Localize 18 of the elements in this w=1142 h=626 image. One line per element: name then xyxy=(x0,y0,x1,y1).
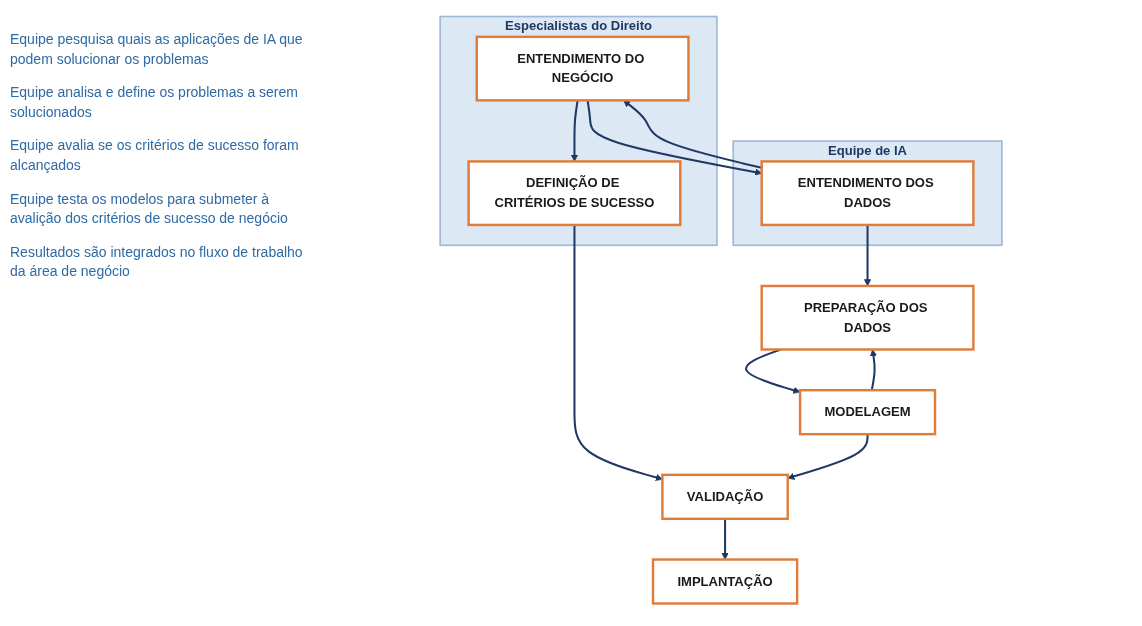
arrow xyxy=(573,224,663,481)
node-box: ENTENDIMENTO DOS DADOS xyxy=(760,160,975,227)
node-box: IMPLANTAÇÃO xyxy=(651,558,799,605)
note-text: Equipe testa os modelos para submeter à avalição dos critérios de sucesso de negócio xyxy=(10,189,289,229)
note-text: Resultados são integrados no fluxo de trabalho da área de negócio xyxy=(10,242,304,282)
note-text: Equipe pesquisa quais as aplicações de IA que podem solucionar os problemas xyxy=(10,30,304,69)
node-box: DEFINIÇÃO DE CRITÉRIOS DE SUCESSO xyxy=(467,160,682,227)
arrow xyxy=(623,100,762,169)
node-box: MODELAGEM xyxy=(798,388,937,436)
arrow xyxy=(570,100,579,162)
note-text: Equipe avalia se os critérios de sucesso foram alcançados xyxy=(10,136,300,175)
node-box: VALIDAÇÃO xyxy=(661,473,789,521)
arrow xyxy=(787,434,869,480)
arrow xyxy=(869,349,878,391)
node-box: PREPARAÇÃO DOS DADOS xyxy=(760,284,975,351)
note-text: Equipe analisa e define os problemas a serem solucionados xyxy=(10,83,299,122)
node-box: ENTENDIMENTO DO NEGÓCIO xyxy=(475,35,690,102)
arrow xyxy=(721,518,729,560)
